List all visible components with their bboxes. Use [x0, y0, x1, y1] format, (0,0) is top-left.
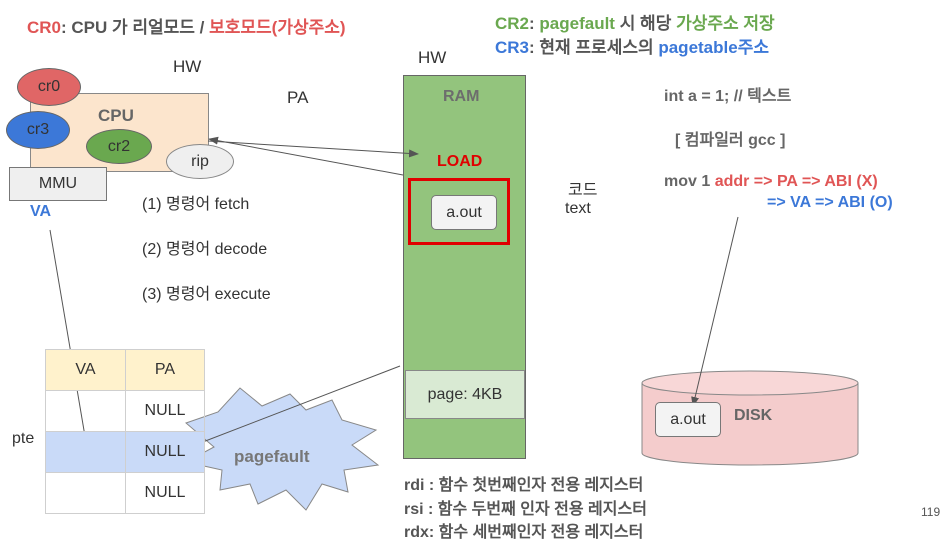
compiler-line: [ 컴파일러 gcc ]: [675, 132, 786, 149]
register-rdi: rdi : 함수 첫번째인자 전용 레지스터: [404, 471, 643, 495]
cr3-term: pagetable: [658, 38, 738, 57]
va-column-header: VA: [45, 349, 126, 391]
ram-file: a.out: [431, 195, 497, 230]
cr2-label: CR2: [495, 14, 530, 33]
page-table: VA PA NULL NULL NULL: [45, 349, 205, 514]
mmu-label: MMU: [38, 175, 78, 192]
colon: :: [61, 18, 72, 37]
register-rdx: rdx: 함수 세번째인자 전용 레지스터: [404, 518, 643, 542]
page-size-label: page: 4KB: [427, 385, 503, 403]
register-rsi: rsi : 함수 두번째 인자 전용 레지스터: [404, 495, 647, 519]
load-label: LOAD: [437, 153, 483, 170]
cr3-label: cr3: [26, 121, 50, 138]
pa-cell: NULL: [125, 472, 205, 514]
title-left: CR0: CPU 가 리얼모드 / 보호모드(가상주소): [27, 13, 346, 38]
mov-virtual: => VA => ABI (O): [767, 194, 893, 211]
step-execute: (3) 명령어 execute: [142, 286, 271, 303]
colon: :: [529, 38, 540, 57]
pa-column-header: PA: [125, 349, 205, 391]
code-label: 코드: [568, 182, 598, 199]
hw-label-right: HW: [418, 48, 447, 67]
cr0-label: CR0: [27, 18, 62, 37]
protected-mode-text: 보호모드(가상주소): [209, 18, 346, 37]
mov-line: mov 1 addr => PA => ABI (X): [664, 173, 878, 191]
table-row: NULL: [45, 472, 205, 514]
va-cell: [45, 472, 126, 514]
page-to-pagefault-arrow: [181, 365, 401, 451]
rip-label: rip: [191, 152, 209, 170]
step-fetch: (1) 명령어 fetch: [142, 196, 250, 213]
cr3-tail: 주소: [737, 38, 769, 57]
rip-to-load-arrow: [207, 140, 419, 158]
hw-label-left: HW: [173, 57, 202, 76]
rip-register: rip: [166, 144, 234, 179]
register-name: rdx: [404, 524, 429, 541]
page-table-header: VA PA: [45, 349, 205, 391]
cpu-mode-text: CPU 가 리얼모드 /: [71, 18, 210, 37]
pte-label: pte: [12, 430, 35, 447]
disk-file: a.out: [655, 402, 721, 437]
cpu-title: CPU: [98, 106, 134, 125]
ram-title: RAM: [443, 88, 480, 105]
cr3-mid: 현재 프로세스의: [539, 38, 659, 57]
va-cell: [45, 390, 126, 432]
colon: :: [529, 14, 540, 33]
register-name: rsi: [404, 501, 424, 518]
table-row-pte: NULL: [45, 431, 205, 473]
pagefault-label: pagefault: [234, 447, 310, 466]
load-highlight: [408, 178, 510, 245]
register-desc: : 함수 세번째인자 전용 레지스터: [428, 524, 644, 541]
pa-cell: NULL: [125, 431, 205, 473]
cr2-mid: 시 해당: [614, 14, 677, 33]
pa-label: PA: [287, 88, 309, 107]
cr3-register: cr3: [6, 111, 70, 149]
title-cr2: CR2: pagefault 시 해당 가상주소 저장: [495, 9, 775, 34]
page-number: 119: [921, 505, 941, 519]
register-desc: : 함수 첫번째인자 전용 레지스터: [424, 477, 644, 494]
load-to-rip-arrow: [208, 136, 404, 176]
cr3-label: CR3: [495, 38, 530, 57]
cr0-register: cr0: [17, 68, 81, 106]
disk-file-label: a.out: [670, 410, 706, 428]
cr0-label: cr0: [37, 78, 61, 95]
step-decode: (2) 명령어 decode: [142, 241, 268, 258]
va-cell: [45, 431, 126, 473]
page-box: page: 4KB: [405, 370, 525, 419]
table-row: NULL: [45, 390, 205, 432]
pa-cell: NULL: [125, 390, 205, 432]
mov-physical: addr => PA => ABI (X): [714, 173, 878, 190]
text-label: text: [565, 200, 591, 217]
cr2-term: pagefault: [539, 14, 615, 33]
register-name: rdi: [404, 477, 425, 494]
disk-label: DISK: [734, 407, 773, 424]
va-label: VA: [30, 203, 52, 220]
cr2-tail: 가상주소 저장: [676, 14, 775, 33]
ram-file-label: a.out: [446, 203, 482, 221]
cr2-label: cr2: [107, 137, 131, 155]
cr2-register: cr2: [86, 129, 152, 164]
code-to-disk-arrow: [691, 216, 739, 407]
pagefault-burst: [184, 387, 380, 511]
register-desc: : 함수 두번째 인자 전용 레지스터: [423, 501, 647, 518]
mmu-box: MMU: [9, 167, 107, 201]
code-line-int: int a = 1; // 텍스트: [664, 88, 792, 105]
mov-prefix: mov 1: [664, 173, 715, 190]
title-cr3: CR3: 현재 프로세스의 pagetable주소: [495, 33, 769, 58]
